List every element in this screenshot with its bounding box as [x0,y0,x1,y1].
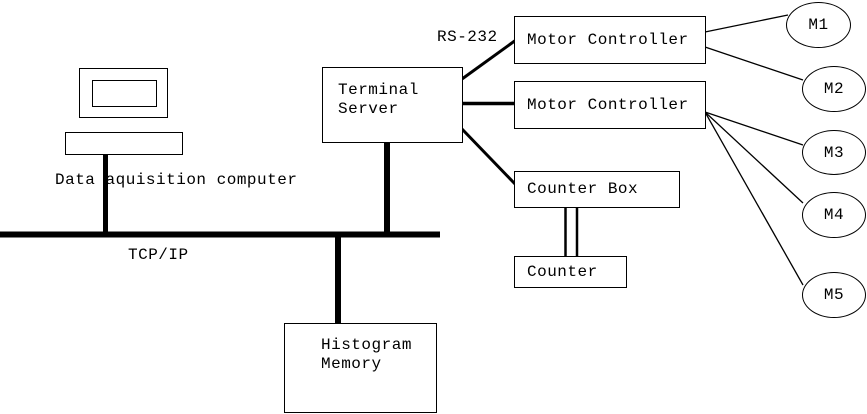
rs232-link-motor-controller-1 [461,38,517,81]
counter-box-label: Counter Box [527,180,639,198]
rs232-link-counter-box [460,127,518,187]
link-mc1-m1 [704,14,789,33]
node-motor-m1: M1 [786,2,851,48]
computer-screen-icon [92,80,157,107]
node-motor-m4: M4 [802,192,866,238]
node-motor-m3: M3 [802,130,866,175]
terminal-server-label: Terminal Server [338,81,419,118]
motor-m5-label: M5 [823,286,845,304]
data-acquisition-computer-label: Data aquisition computer [55,171,298,189]
motor-controller-2-label: Motor Controller [527,95,689,114]
link-mc2-m4 [704,111,804,204]
counter-label: Counter [527,262,598,281]
link-mc1-m2 [704,46,804,81]
motor-controller-1-label: Motor Controller [527,30,689,49]
node-motor-m5: M5 [802,272,866,318]
histogram-memory-label: Histogram Memory [321,336,412,373]
node-histogram-memory: Histogram Memory [284,323,437,413]
motor-m2-label: M2 [823,80,845,98]
node-counter-box: Counter Box [514,171,680,208]
motor-m1-label: M1 [808,16,829,34]
computer-keyboard-icon [65,132,183,155]
motor-m3-label: M3 [823,143,845,162]
node-motor-controller-2: Motor Controller [514,81,706,129]
node-motor-controller-1: Motor Controller [514,16,706,64]
node-counter: Counter [514,256,627,288]
rs232-label: RS-232 [437,28,498,46]
link-mc2-m5 [704,111,804,286]
motor-m4-label: M4 [823,206,845,224]
tcp-ip-label: TCP/IP [128,246,189,264]
node-terminal-server: Terminal Server [322,67,463,143]
node-motor-m2: M2 [802,66,866,112]
link-mc2-m3 [704,111,804,146]
